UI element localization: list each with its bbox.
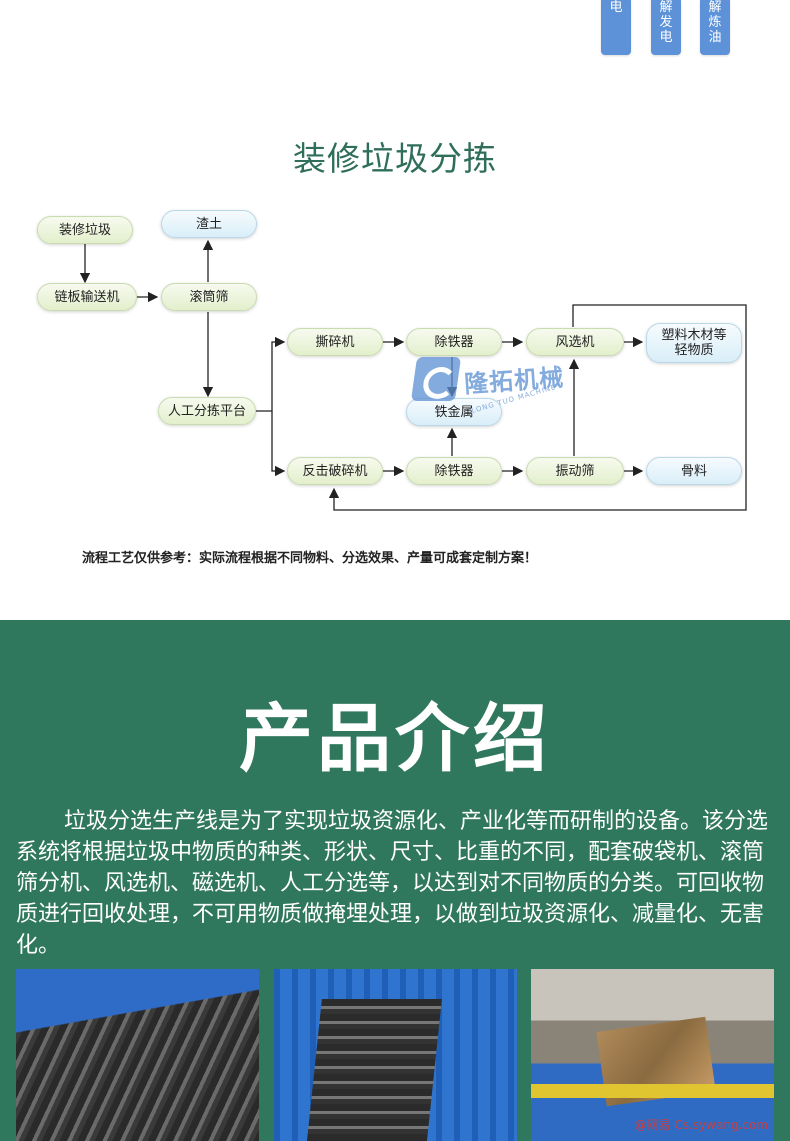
side-tab-1[interactable]: 电 xyxy=(601,0,631,55)
process-note: 流程工艺仅供参考：实际流程根据不同物料、分选效果、产量可成套定制方案！ xyxy=(82,551,538,566)
watermark-brand: 隆拓机械 xyxy=(463,363,566,399)
node-label: 装修垃圾 xyxy=(58,222,111,238)
node-vibrating-screen: 振动筛 xyxy=(526,457,624,485)
equipment-photo-2 xyxy=(274,969,517,1141)
flow-section: 电 解 发 电 解 炼 油 装修垃圾分拣 xyxy=(0,0,790,620)
tab-char: 油 xyxy=(708,30,722,45)
tab-char: 炼 xyxy=(708,15,722,30)
brand-watermark: 隆拓机械 LONG TUO MACHINE xyxy=(410,353,566,423)
arrow-loop-to-crusher xyxy=(328,304,747,511)
node-label: 人工分拣平台 xyxy=(167,403,246,419)
flow-connectors xyxy=(79,239,747,511)
node-label: 振动筛 xyxy=(555,463,595,479)
node-label: 铁金属 xyxy=(434,404,474,420)
tab-char: 解 xyxy=(708,0,722,15)
node-aggregate: 骨料 xyxy=(646,457,742,485)
tab-char: 电 xyxy=(609,0,623,15)
node-label: 风选机 xyxy=(555,334,595,350)
node-chain-conveyor: 链板输送机 xyxy=(37,283,137,311)
node-iron-remover-bottom: 除铁器 xyxy=(406,457,502,485)
tab-char: 解 xyxy=(659,0,673,15)
node-label: 除铁器 xyxy=(434,463,474,479)
node-impact-crusher: 反击破碎机 xyxy=(287,457,383,485)
node-air-separator: 风选机 xyxy=(526,328,624,356)
node-label: 轻物质 xyxy=(674,343,714,358)
node-slag-soil: 渣土 xyxy=(161,210,257,238)
node-iron-metal: 铁金属 xyxy=(406,398,502,426)
tab-char: 电 xyxy=(659,30,673,45)
node-label: 骨料 xyxy=(680,463,707,479)
node-label: 塑料木材等 xyxy=(661,328,727,343)
node-shredder: 撕碎机 xyxy=(287,328,383,356)
photo-watermark: @网易 Cs.sywang.com xyxy=(634,1118,768,1132)
node-light-materials: 塑料木材等 轻物质 xyxy=(646,323,742,363)
node-label: 除铁器 xyxy=(434,334,474,350)
arrow-platform-to-crusher xyxy=(271,411,286,477)
side-tab-3[interactable]: 解 炼 油 xyxy=(700,0,730,55)
diagram-title: 装修垃圾分拣 xyxy=(293,139,497,178)
node-label: 滚筒筛 xyxy=(189,289,229,305)
node-iron-remover-top: 除铁器 xyxy=(406,328,502,356)
equipment-photo-3: @网易 Cs.sywang.com xyxy=(531,969,774,1141)
intro-paragraph: 垃圾分选生产线是为了实现垃圾资源化、产业化等而研制的设备。该分选系统将根据垃圾中… xyxy=(16,809,769,958)
node-label: 渣土 xyxy=(195,216,222,232)
arrow-platform-to-shredder xyxy=(256,336,286,412)
node-trommel: 滚筒筛 xyxy=(161,283,257,311)
product-intro-section: 产品介绍 垃圾分选生产线是为了实现垃圾资源化、产业化等而研制的设备。该分选系统将… xyxy=(0,620,790,1141)
equipment-photo-1 xyxy=(16,969,259,1141)
intro-title: 产品介绍 xyxy=(239,696,551,782)
node-label: 反击破碎机 xyxy=(302,463,368,479)
tab-char: 发 xyxy=(659,15,673,30)
node-decoration-waste: 装修垃圾 xyxy=(37,216,133,244)
node-label: 撕碎机 xyxy=(315,334,355,350)
node-label: 链板输送机 xyxy=(54,289,120,305)
node-manual-platform: 人工分拣平台 xyxy=(158,397,256,425)
side-tab-2[interactable]: 解 发 电 xyxy=(651,0,681,55)
logo-icon xyxy=(410,357,462,401)
